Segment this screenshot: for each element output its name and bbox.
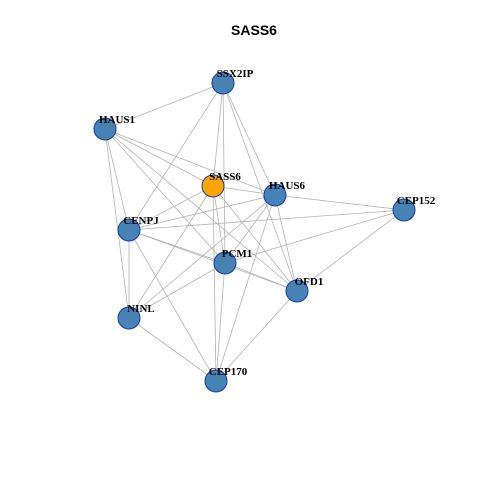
node-circle-cep152[interactable] [392,198,416,222]
node-circle-haus1[interactable] [93,117,117,141]
node-circle-cep170[interactable] [204,369,228,393]
edge-sass6-cenpj [128,185,214,231]
node-ofd1[interactable]: OFD1 [285,276,324,303]
edge-haus6-ofd1 [274,194,298,292]
node-cep152[interactable]: CEP152 [392,195,436,222]
edge-cep152-pcm1 [224,209,405,264]
edge-sass6-ofd1 [212,185,298,292]
edge-ninl-cep170 [128,317,217,382]
edge-haus6-cenpj [128,194,276,231]
node-sass6[interactable]: SASS6 [201,171,241,198]
edge-pcm1-ninl [128,262,226,319]
node-ssx2ip[interactable]: SSX2IP [211,68,254,95]
node-cep170[interactable]: CEP170 [204,366,248,393]
node-ninl[interactable]: NINL [117,303,155,330]
edge-ssx2ip-pcm1 [222,82,226,264]
edge-haus6-pcm1 [224,194,276,264]
node-circle-ofd1[interactable] [285,279,309,303]
edge-haus6-cep170 [215,194,276,382]
node-label-haus6: HAUS6 [269,180,306,192]
edge-pcm1-cep170 [215,262,226,382]
edge-sass6-pcm1 [212,185,226,264]
edge-haus1-ofd1 [104,128,298,292]
node-label-haus1: HAUS1 [99,114,135,126]
node-label-sass6: SASS6 [209,171,241,183]
edge-sass6-cep170 [212,185,217,382]
edge-ssx2ip-haus6 [222,82,276,196]
edge-cenpj-ofd1 [128,229,298,292]
node-circle-ninl[interactable] [117,306,141,330]
edge-haus1-cenpj [104,128,130,231]
node-cenpj[interactable]: CENPJ [117,215,159,242]
node-label-ofd1: OFD1 [295,276,324,288]
edge-layer [104,82,405,382]
node-circle-haus6[interactable] [263,183,287,207]
node-haus1[interactable]: HAUS1 [93,114,135,141]
node-label-cep152: CEP152 [397,195,436,207]
edge-ssx2ip-sass6 [212,82,224,187]
node-label-cenpj: CENPJ [123,215,159,227]
edge-haus1-haus6 [104,128,276,196]
edge-ofd1-cep170 [215,290,298,382]
edge-haus1-ninl [104,128,130,319]
edge-haus1-pcm1 [104,128,226,264]
graph-title: SASS6 [231,22,277,38]
edge-ssx2ip-ofd1 [222,82,298,292]
edge-sass6-ninl [128,185,214,319]
node-circle-ssx2ip[interactable] [211,71,235,95]
edge-cep152-ofd1 [296,209,405,292]
node-pcm1[interactable]: PCM1 [213,248,253,275]
node-label-pcm1: PCM1 [222,248,253,260]
node-label-cep170: CEP170 [209,366,248,378]
edge-haus6-cep152 [274,194,405,211]
node-label-ninl: NINL [127,303,155,315]
node-circle-pcm1[interactable] [213,251,237,275]
node-label-ssx2ip: SSX2IP [217,68,254,80]
edge-cep152-cenpj [128,209,405,231]
edge-ssx2ip-haus1 [104,82,224,130]
node-haus6[interactable]: HAUS6 [263,180,306,207]
edge-haus1-sass6 [104,128,214,187]
edge-pcm1-ofd1 [224,262,298,292]
node-circle-sass6[interactable] [201,174,225,198]
edge-cenpj-cep170 [128,229,217,382]
node-circle-cenpj[interactable] [117,218,141,242]
